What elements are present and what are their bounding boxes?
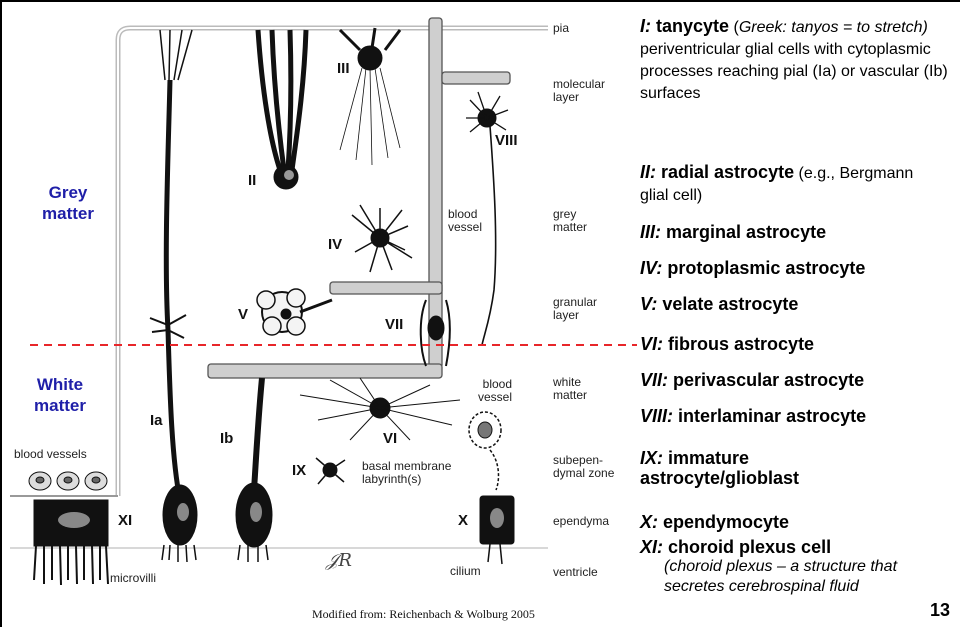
layer-ependyma-label: ependyma [553, 515, 609, 528]
protoplasmic-astrocyte-iv-cell [352, 205, 412, 272]
grey-matter-region-label: Grey matter [22, 182, 114, 224]
blood-vessel-tubes [208, 18, 510, 378]
velate-astrocyte-v-cell [257, 289, 332, 335]
legend-item-vi: VI: fibrous astrocyte [640, 334, 814, 354]
white-matter-region-label: White matter [14, 374, 106, 416]
blood-vessel-right-label: blood vessel [478, 378, 512, 404]
layer-granular-label: granular layer [553, 296, 597, 322]
legend-item-vii: VII: perivascular astrocyte [640, 370, 864, 390]
fibrous-astrocyte-vi-cell [300, 378, 460, 440]
layer-subependymal-label: subepen- dymal zone [553, 454, 614, 480]
legend-item-i: I: tanycyte (Greek: tanyos = to stretch)… [640, 16, 960, 104]
page-number: 13 [930, 600, 950, 621]
cell-label-iii: III [337, 60, 350, 77]
legend-item-iii: III: marginal astrocyte [640, 222, 826, 242]
cell-label-ii: II [248, 172, 256, 189]
glioblast-ix-cell [316, 458, 345, 484]
artist-signature: 𝒥𝑅 [326, 554, 352, 567]
tanycyte-ia-cell [150, 30, 197, 562]
cell-label-ib: Ib [220, 430, 233, 447]
cell-label-vii: VII [385, 316, 403, 333]
layer-white-label: white matter [553, 376, 587, 402]
tanycyte-ib-cell [236, 378, 272, 562]
layer-pia-label: pia [553, 22, 569, 35]
left-blood-vessels [29, 472, 107, 490]
ependymocyte-x-cell [480, 496, 514, 564]
legend-item-ii: II: radial astrocyte (e.g., Bergmann gli… [640, 162, 940, 206]
layer-grey-label: grey matter [553, 208, 587, 234]
radial-astrocyte-ii-cell [258, 30, 306, 189]
legend-item-v: V: velate astrocyte [640, 294, 798, 314]
legend-item-iv: IV: protoplasmic astrocyte [640, 258, 865, 278]
blood-vessel-mid-label: blood vessel [448, 208, 482, 234]
layer-ventricle-label: ventricle [553, 566, 598, 579]
blood-vessels-left-label: blood vessels [14, 448, 87, 461]
cell-label-vi: VI [383, 430, 397, 447]
cell-label-x: X [458, 512, 468, 529]
marginal-astrocyte-iii-cell [340, 28, 400, 165]
cilium-label: cilium [450, 565, 481, 578]
legend-item-xi: XI: choroid plexus cell (choroid plexus … [640, 537, 930, 597]
legend-item-ix: IX: immature astrocyte/glioblast [640, 448, 880, 488]
figure-credit: Modified from: Reichenbach & Wolburg 200… [312, 607, 535, 622]
cell-label-xi: XI [118, 512, 132, 529]
legend-item-x: X: ependymocyte [640, 512, 789, 532]
basal-membrane-label: basal membrane labyrinth(s) [362, 460, 451, 486]
cell-label-ix: IX [292, 462, 306, 479]
microvilli-label: microvilli [110, 572, 156, 585]
legend-item-viii: VIII: interlaminar astrocyte [640, 406, 866, 426]
choroid-plexus-xi-cell [34, 500, 108, 585]
cell-label-v: V [238, 306, 248, 323]
cell-label-viii: VIII [495, 132, 518, 149]
right-blood-vessel [469, 412, 501, 490]
layer-molecular-label: molecular layer [553, 78, 605, 104]
cell-label-iv: IV [328, 236, 342, 253]
cell-label-ia: Ia [150, 412, 163, 429]
